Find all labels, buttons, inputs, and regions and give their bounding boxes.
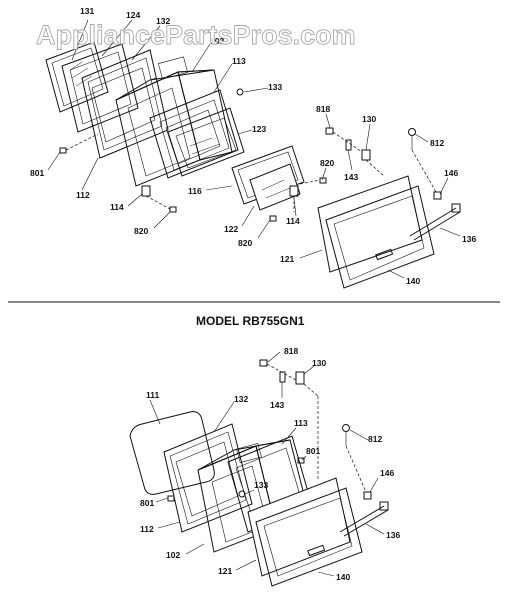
- label-820-left: 820: [134, 226, 148, 236]
- part-818-screw: [325, 127, 334, 135]
- label-820-right: 820: [320, 158, 334, 168]
- part-146-clip: [433, 191, 442, 200]
- label-801: 801: [30, 168, 44, 178]
- part-130-hinge-bottom: [295, 371, 319, 480]
- label-114-left: 114: [110, 202, 124, 212]
- top-assembly: 131 124 132 102 113 133 123 801 112 114 …: [30, 6, 476, 289]
- label-146: 146: [444, 168, 458, 178]
- label-131: 131: [80, 6, 94, 16]
- label-801-left: 801: [140, 498, 154, 508]
- label-130: 130: [362, 114, 376, 124]
- label-112: 112: [76, 190, 90, 200]
- label-812: 812: [430, 138, 444, 148]
- label-111: 111: [146, 390, 160, 400]
- label-136-bottom: 136: [386, 530, 400, 540]
- part-130-hinge: [361, 149, 385, 177]
- part-133-screw: [236, 88, 244, 96]
- part-131-glass: [45, 41, 109, 113]
- label-136: 136: [462, 234, 476, 244]
- part-812-screw-bottom: [342, 424, 367, 493]
- part-122-glass: [249, 163, 301, 211]
- label-124: 124: [126, 10, 140, 20]
- label-133: 133: [268, 82, 282, 92]
- label-102: 102: [210, 36, 224, 46]
- label-116: 116: [188, 186, 202, 196]
- part-123-lens: [167, 107, 245, 177]
- part-116-panel: [231, 145, 305, 205]
- part-143-bracket: [332, 131, 363, 153]
- label-122: 122: [224, 224, 238, 234]
- label-102-bottom: 102: [166, 550, 180, 560]
- label-112-bottom: 112: [140, 524, 154, 534]
- part-140-door-frame-bottom: [255, 487, 363, 587]
- label-818: 818: [316, 104, 330, 114]
- label-123: 123: [252, 124, 266, 134]
- label-818-bottom: 818: [284, 346, 298, 356]
- label-140: 140: [406, 276, 420, 286]
- part-136-handle-bottom: [339, 501, 389, 537]
- model-title: MODEL RB755GN1: [196, 314, 305, 328]
- part-801-screws-bottom: [167, 457, 305, 502]
- watermark-text: AppliancePartsPros.com: [36, 20, 356, 50]
- part-132-frame: [81, 49, 169, 159]
- label-812-bottom: 812: [368, 434, 382, 444]
- bottom-assembly: 818 130 143 111 132 113 812 801 146 133 …: [129, 346, 400, 587]
- part-124-frame: [61, 43, 139, 133]
- part-136-handle: [409, 203, 461, 241]
- label-114-right: 114: [286, 216, 300, 226]
- bottom-part-labels: 818 130 143 111 132 113 812 801 146 133 …: [140, 346, 400, 582]
- part-143-bracket-bottom: [266, 363, 297, 383]
- label-121-bottom: 121: [218, 566, 232, 576]
- label-820-bottom: 820: [238, 238, 252, 248]
- label-121: 121: [280, 254, 294, 264]
- label-113: 113: [232, 56, 246, 66]
- label-140-bottom: 140: [336, 572, 350, 582]
- label-146-bottom: 146: [380, 468, 394, 478]
- part-820-screws: [169, 177, 327, 222]
- part-146-clip-bottom: [363, 491, 372, 500]
- label-801-right: 801: [306, 446, 320, 456]
- part-133-screw-bottom: [238, 490, 246, 498]
- part-801-screw: [59, 133, 99, 154]
- part-121-outer-glass-bottom: [247, 477, 351, 577]
- top-leader-lines: [47, 19, 461, 279]
- part-111-glass: [129, 411, 215, 495]
- top-part-labels: 131 124 132 102 113 133 123 801 112 114 …: [30, 6, 476, 286]
- label-130-bottom: 130: [312, 358, 326, 368]
- bottom-leader-lines: [149, 351, 385, 577]
- part-818-screw-bottom: [259, 359, 268, 367]
- label-132-bottom: 132: [234, 394, 248, 404]
- label-133-bottom: 133: [254, 480, 268, 490]
- label-143: 143: [344, 172, 358, 182]
- part-812-screw: [408, 128, 437, 193]
- part-140-door-frame: [325, 185, 435, 289]
- label-132: 132: [156, 16, 170, 26]
- label-113-bottom: 113: [294, 418, 308, 428]
- label-143-bottom: 143: [270, 400, 284, 410]
